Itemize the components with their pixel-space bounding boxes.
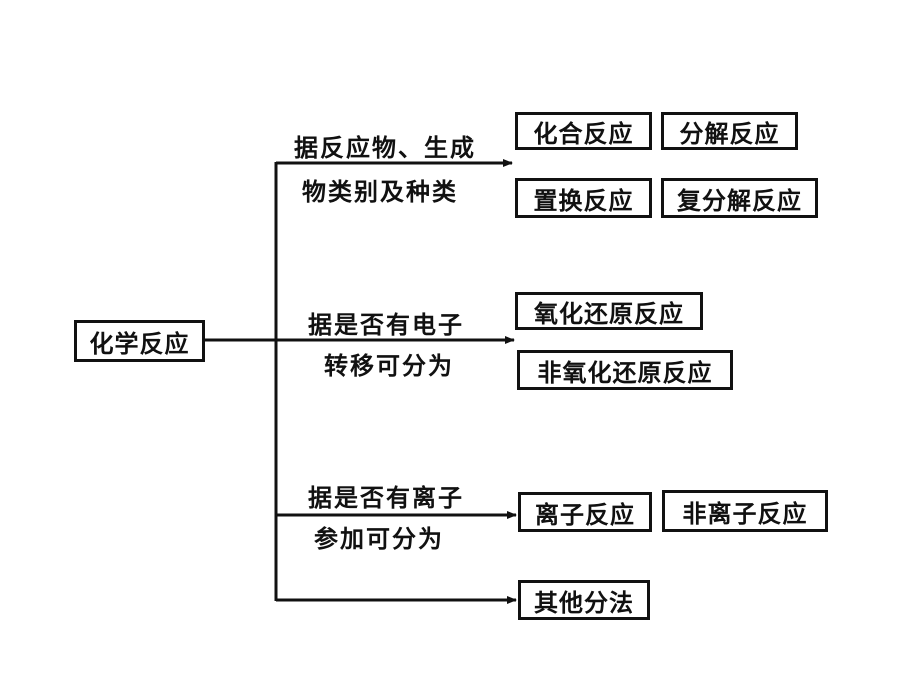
branch-1-label-line1: 据反应物、生成 — [294, 134, 476, 162]
box-non-ionic-reaction: 非离子反应 — [662, 490, 828, 532]
box-ionic-reaction: 离子反应 — [518, 492, 652, 532]
box-decomposition-reaction: 分解反应 — [661, 112, 798, 150]
branch-3-label-line2: 参加可分为 — [314, 525, 444, 553]
branch-2-label-line1: 据是否有电子 — [308, 311, 464, 339]
branch-1-label-line2: 物类别及种类 — [302, 178, 458, 206]
box-other-classifications: 其他分法 — [518, 580, 650, 620]
box-displacement-reaction: 置换反应 — [515, 178, 652, 218]
box-non-redox-reaction: 非氧化还原反应 — [517, 350, 733, 390]
root-box: 化学反应 — [74, 320, 205, 362]
branch-2-label-line2: 转移可分为 — [324, 352, 454, 380]
box-redox-reaction: 氧化还原反应 — [515, 292, 703, 330]
box-double-decomposition-reaction: 复分解反应 — [661, 178, 818, 218]
box-combination-reaction: 化合反应 — [515, 112, 652, 150]
branch-3-label-line1: 据是否有离子 — [308, 484, 464, 512]
